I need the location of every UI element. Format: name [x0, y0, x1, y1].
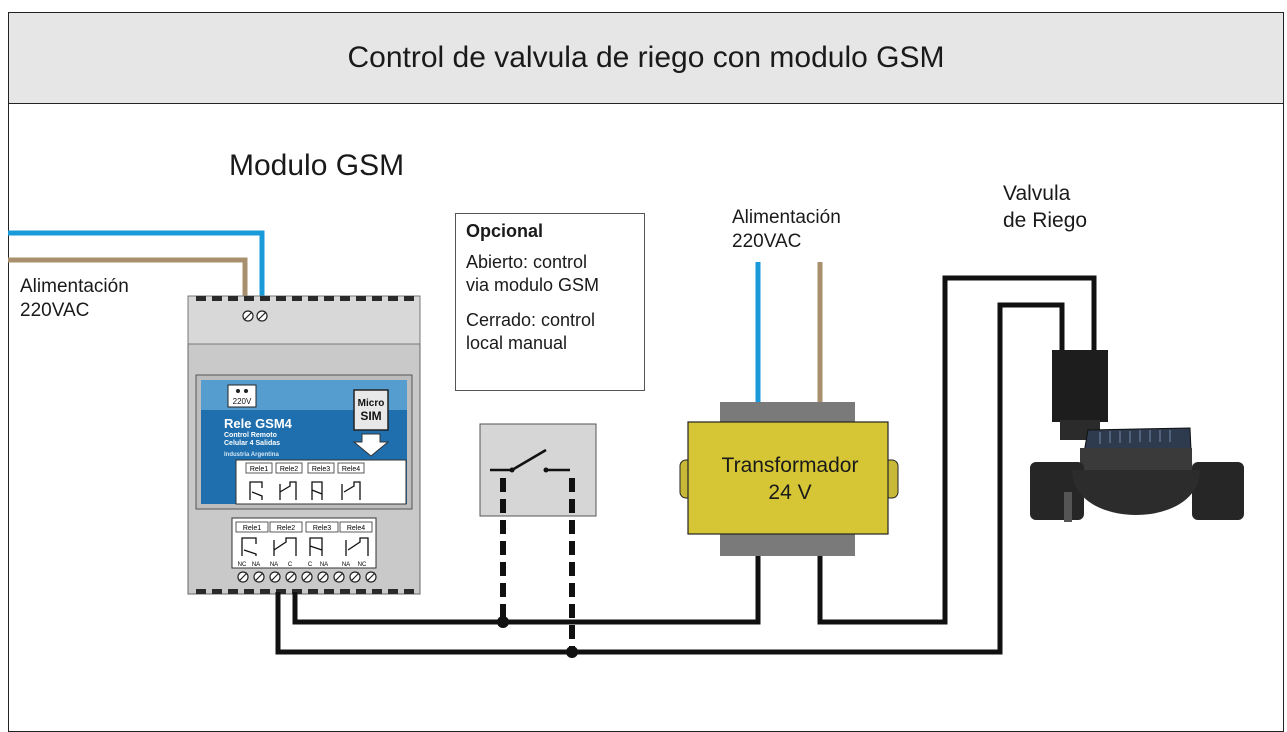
terminal-relay-labels: Rele1 Rele2 Rele3 Rele4 [235, 521, 373, 533]
panel-relay-contact-symbols [249, 481, 361, 500]
relay-terminal-screws [237, 571, 377, 583]
optional-closed-text: Cerrado: control local manual [466, 310, 596, 353]
terminal-relay-3: Rele3 [313, 525, 331, 532]
terminal-contact-labels: NC NA NA C C NA NA NC [238, 562, 367, 568]
voltage-badge-text: 220V [233, 397, 252, 406]
panel-relay-4: Rele4 [342, 466, 360, 473]
module-label: Modulo GSM [229, 149, 405, 182]
optional-heading: Opcional [466, 221, 544, 241]
right-power-label: Alimentación 220VAC [732, 207, 841, 252]
transformer [679, 402, 899, 556]
contact-label: NA [252, 562, 260, 568]
panel-relay-1: Rele1 [250, 466, 268, 473]
micro-sim-icon: Micro SIM [353, 389, 389, 431]
terminal-contact-symbols [241, 537, 369, 556]
manual-switch [479, 423, 597, 517]
panel-relay-2: Rele2 [280, 466, 298, 473]
panel-relay-3: Rele3 [312, 466, 330, 473]
power-terminal-screws [242, 310, 268, 322]
contact-label: C [308, 562, 313, 568]
sim-label-1: Micro [358, 398, 385, 409]
top-vent-slots [196, 296, 414, 301]
contact-label: NC [238, 562, 247, 568]
irrigation-valve [1030, 350, 1244, 522]
panel-relay-labels: Rele1 Rele2 Rele3 Rele4 [245, 462, 365, 474]
contact-label: C [288, 562, 293, 568]
left-power-label: Alimentación 220VAC [20, 276, 129, 321]
contact-label: NA [270, 562, 278, 568]
contact-label: NA [320, 562, 328, 568]
gsm-module: 220V Rele GSM4 Control Remoto Celular 4 … [187, 295, 421, 595]
junction-dot [566, 646, 578, 658]
origin-label: Industria Argentina [224, 452, 279, 458]
product-subtitle-1: Control Remoto [224, 432, 277, 439]
bottom-vent-slots [196, 589, 414, 594]
voltage-badge [227, 384, 257, 408]
title-bar: Control de valvula de riego con modulo G… [9, 13, 1283, 104]
sim-label-2: SIM [360, 409, 381, 423]
contact-label: NA [342, 562, 350, 568]
wiring-diagram: 220V Rele GSM4 Control Remoto Celular 4 … [8, 230, 1244, 658]
control-wires [275, 275, 1097, 655]
optional-open-text: Abierto: control via modulo GSM [466, 252, 600, 295]
switch-dashed-wires [500, 478, 575, 652]
optional-note-box: Opcional Abierto: control via modulo GSM… [455, 213, 645, 391]
junction-dot [497, 616, 509, 628]
page-title: Control de valvula de riego con modulo G… [347, 41, 945, 74]
contact-label: NC [358, 562, 367, 568]
terminal-relay-2: Rele2 [277, 525, 295, 532]
product-subtitle-2: Celular 4 Salidas [224, 440, 280, 447]
transformer-label: Transformador 24 V [721, 454, 859, 504]
sim-down-arrow-icon [352, 433, 390, 457]
valve-label: Valvula de Riego [1003, 182, 1088, 232]
terminal-relay-1: Rele1 [243, 525, 261, 532]
left-supply-brown-wire [8, 257, 248, 296]
product-name: Rele GSM4 [224, 416, 293, 431]
left-supply-blue-wire [8, 230, 265, 296]
terminal-relay-4: Rele4 [347, 525, 365, 532]
